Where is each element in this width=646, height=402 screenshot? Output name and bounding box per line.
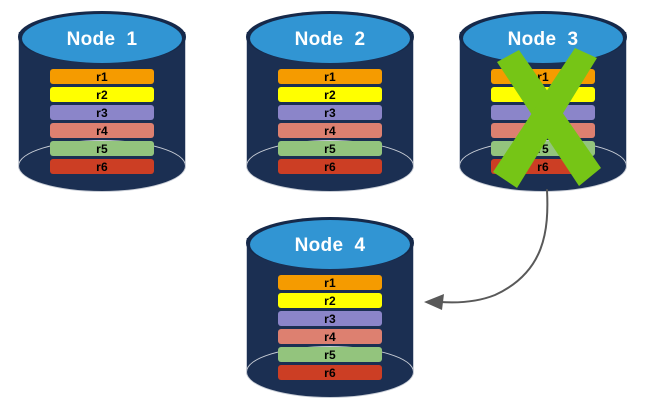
node-2-row-r5-label: r5 xyxy=(324,141,336,156)
node-1-row-r2[interactable]: r2 xyxy=(50,87,154,102)
node-3-row-r2-label: r2 xyxy=(537,87,549,102)
node-4-row-r2-label: r2 xyxy=(324,293,336,308)
node-2-rows: r1 r2 r3 r4 r5 r6 xyxy=(246,69,414,174)
node-3-label: Node 3 xyxy=(507,29,579,50)
node-3-cylinder-top: Node 3 xyxy=(463,14,623,63)
node-2-row-r6-label: r6 xyxy=(324,159,336,174)
node-4-row-r3-label: r3 xyxy=(324,311,336,326)
node-1-row-r1-label: r1 xyxy=(96,69,108,84)
node-2-row-r3-label: r3 xyxy=(324,105,336,120)
node-2-row-r2[interactable]: r2 xyxy=(278,87,382,102)
node-1-label: Node 1 xyxy=(66,29,138,50)
node-1-row-r4[interactable]: r4 xyxy=(50,123,154,138)
node-1-row-r4-label: r4 xyxy=(96,123,108,138)
node-2-row-r6[interactable]: r6 xyxy=(278,159,382,174)
node-2-label: Node 2 xyxy=(294,29,366,50)
node-1-rows: r1 r2 r3 r4 r5 r6 xyxy=(18,69,186,174)
node-4-rows: r1 r2 r3 r4 r5 r6 xyxy=(246,275,414,380)
node-1-cylinder-top: Node 1 xyxy=(22,14,182,63)
node-1[interactable]: Node 1 r1 r2 r3 r4 r5 r6 xyxy=(18,6,186,192)
node-1-row-r5-label: r5 xyxy=(96,141,108,156)
node-2-row-r3[interactable]: r3 xyxy=(278,105,382,120)
node-3[interactable]: Node 3 r1 r2 r3 r4 r5 r6 xyxy=(459,6,627,192)
node-2-row-r1-label: r1 xyxy=(324,69,336,84)
node-3-row-r6-label: r6 xyxy=(537,159,549,174)
node-3-row-r2[interactable]: r2 xyxy=(491,87,595,102)
node-3-row-r3[interactable]: r3 xyxy=(491,105,595,120)
node-4-row-r4[interactable]: r4 xyxy=(278,329,382,344)
node-2-row-r1[interactable]: r1 xyxy=(278,69,382,84)
node-1-row-r6-label: r6 xyxy=(96,159,108,174)
node-4-row-r2[interactable]: r2 xyxy=(278,293,382,308)
node-3-row-r1[interactable]: r1 xyxy=(491,69,595,84)
node-2-row-r2-label: r2 xyxy=(324,87,336,102)
node-4-row-r6[interactable]: r6 xyxy=(278,365,382,380)
node-4-row-r5-label: r5 xyxy=(324,347,336,362)
node-1-row-r2-label: r2 xyxy=(96,87,108,102)
node-3-row-r5[interactable]: r5 xyxy=(491,141,595,156)
node-4-row-r4-label: r4 xyxy=(324,329,336,344)
node-3-row-r6[interactable]: r6 xyxy=(491,159,595,174)
node-1-row-r3[interactable]: r3 xyxy=(50,105,154,120)
node-2-row-r5[interactable]: r5 xyxy=(278,141,382,156)
node-4-row-r3[interactable]: r3 xyxy=(278,311,382,326)
node-1-row-r1[interactable]: r1 xyxy=(50,69,154,84)
node-4[interactable]: Node 4 r1 r2 r3 r4 r5 r6 xyxy=(246,212,414,398)
node-2-row-r4-label: r4 xyxy=(324,123,336,138)
node-4-cylinder-top: Node 4 xyxy=(250,220,410,269)
node-2-cylinder-top: Node 2 xyxy=(250,14,410,63)
node-4-row-r1-label: r1 xyxy=(324,275,336,290)
node-3-rows: r1 r2 r3 r4 r5 r6 xyxy=(459,69,627,174)
node-4-label: Node 4 xyxy=(294,235,366,256)
node-3-row-r4-label: r4 xyxy=(537,123,549,138)
node-1-row-r3-label: r3 xyxy=(96,105,108,120)
node-2-row-r4[interactable]: r4 xyxy=(278,123,382,138)
node-4-row-r1[interactable]: r1 xyxy=(278,275,382,290)
node-3-row-r5-label: r5 xyxy=(537,141,549,156)
node-3-row-r4[interactable]: r4 xyxy=(491,123,595,138)
node-3-row-r3-label: r3 xyxy=(537,105,549,120)
node-2[interactable]: Node 2 r1 r2 r3 r4 r5 r6 xyxy=(246,6,414,192)
node-4-row-r6-label: r6 xyxy=(324,365,336,380)
node-3-row-r1-label: r1 xyxy=(537,69,549,84)
node-1-row-r5[interactable]: r5 xyxy=(50,141,154,156)
node-1-row-r6[interactable]: r6 xyxy=(50,159,154,174)
node-4-row-r5[interactable]: r5 xyxy=(278,347,382,362)
